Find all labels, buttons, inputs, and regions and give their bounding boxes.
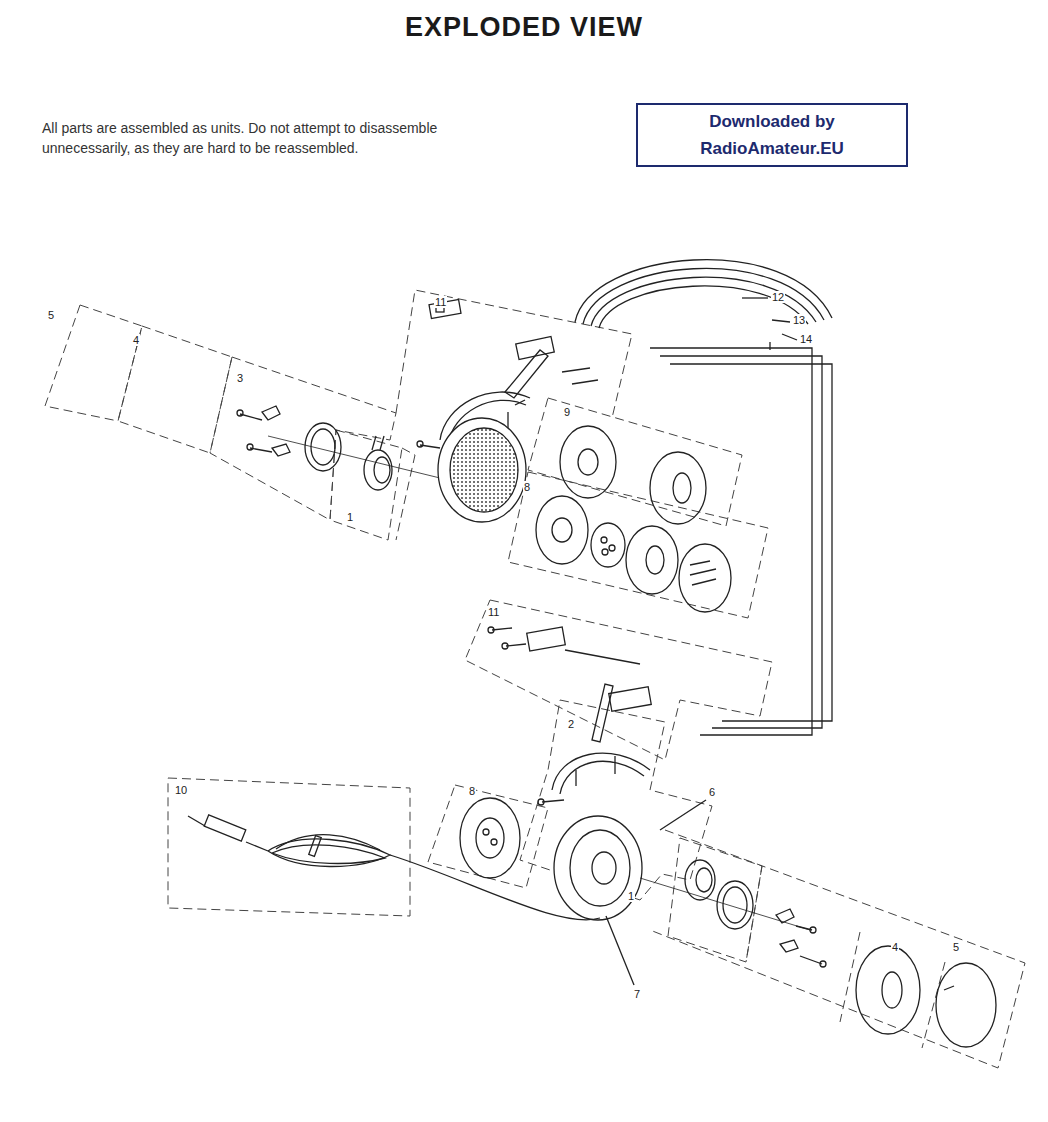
- callout-number: 5: [47, 309, 55, 321]
- callout-number: 10: [174, 784, 188, 796]
- assembly-note: All parts are assembled as units. Do not…: [42, 118, 512, 158]
- page-title: EXPLODED VIEW: [405, 12, 643, 43]
- callout-number: 7: [633, 988, 641, 1000]
- callout-number: 13: [792, 314, 806, 326]
- callout-number: 8: [468, 785, 476, 797]
- callout-number: 6: [708, 786, 716, 798]
- callout-number: 11: [434, 296, 447, 308]
- callout-number: 2: [567, 718, 575, 730]
- watermark-box: Downloaded by RadioAmateur.EU: [636, 103, 908, 167]
- callout-number: 4: [132, 334, 140, 346]
- watermark-text: Downloaded by RadioAmateur.EU: [656, 108, 888, 162]
- callout-number: 1: [627, 890, 635, 902]
- callout-number: 14: [799, 333, 813, 345]
- callout-number: 4: [891, 941, 899, 953]
- callout-number: 1: [346, 511, 354, 523]
- callout-number: 5: [952, 941, 960, 953]
- callout-number: 11: [487, 606, 500, 618]
- callout-number: 9: [563, 406, 571, 418]
- callout-number: 3: [236, 372, 244, 384]
- callout-number: 12: [771, 291, 785, 303]
- callout-number: 8: [523, 481, 531, 493]
